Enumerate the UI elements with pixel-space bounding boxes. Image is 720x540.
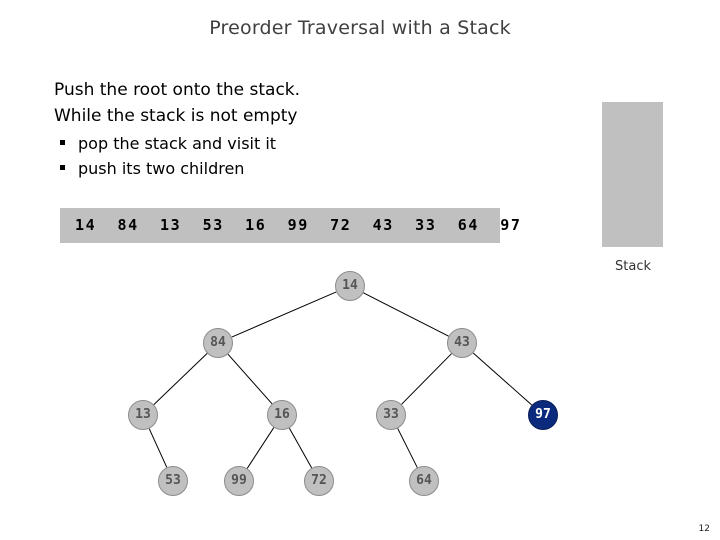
tree-node-label: 72 <box>311 473 327 488</box>
stack-label: Stack <box>615 259 651 274</box>
square-bullet-icon <box>60 140 65 145</box>
tree-node-13[interactable]: 13 <box>128 400 158 430</box>
stack-panel <box>602 102 663 247</box>
tree-node-16[interactable]: 16 <box>267 400 297 430</box>
tree-edge <box>148 428 168 468</box>
tree-node-label: 97 <box>535 407 551 422</box>
tree-edge <box>401 353 452 405</box>
array-panel: 14 84 13 53 16 99 72 43 33 64 97 <box>60 208 520 243</box>
tree-edge <box>153 353 208 405</box>
tree-node-label: 13 <box>135 407 151 422</box>
tree-node-label: 43 <box>454 335 470 350</box>
algorithm-bullet-1-label: pop the stack and visit it <box>78 134 277 153</box>
tree-node-label: 53 <box>165 473 181 488</box>
algorithm-bullet-2: push its two children <box>60 159 244 178</box>
tree-node-99[interactable]: 99 <box>224 466 254 496</box>
algorithm-line-1: Push the root onto the stack. <box>54 80 301 100</box>
tree-node-84[interactable]: 84 <box>203 328 233 358</box>
tree-edge <box>227 353 273 405</box>
tree-node-label: 99 <box>231 473 247 488</box>
tree-edge <box>363 292 449 337</box>
array-values: 14 84 13 53 16 99 72 43 33 64 97 <box>75 216 522 234</box>
tree-edge <box>397 428 418 468</box>
page-number: 12 <box>698 524 710 534</box>
tree-edge <box>472 352 533 406</box>
tree-node-label: 14 <box>342 278 358 293</box>
tree-node-label: 64 <box>416 473 432 488</box>
tree-node-72[interactable]: 72 <box>304 466 334 496</box>
tree-node-64[interactable]: 64 <box>409 466 439 496</box>
tree-node-14[interactable]: 14 <box>335 271 365 301</box>
tree-node-43[interactable]: 43 <box>447 328 477 358</box>
tree-node-53[interactable]: 53 <box>158 466 188 496</box>
page-title: Preorder Traversal with a Stack <box>209 17 511 39</box>
tree-edge <box>246 427 275 469</box>
algorithm-line-2: While the stack is not empty <box>54 106 298 126</box>
algorithm-bullet-1: pop the stack and visit it <box>60 134 276 153</box>
tree-node-label: 84 <box>210 335 226 350</box>
tree-node-label: 33 <box>383 407 399 422</box>
tree-node-97[interactable]: 97 <box>528 400 558 430</box>
square-bullet-icon <box>60 165 65 170</box>
tree-edge <box>288 427 313 469</box>
tree-edge <box>231 291 337 338</box>
tree-node-label: 16 <box>274 407 290 422</box>
tree-node-33[interactable]: 33 <box>376 400 406 430</box>
algorithm-bullet-2-label: push its two children <box>78 159 245 178</box>
